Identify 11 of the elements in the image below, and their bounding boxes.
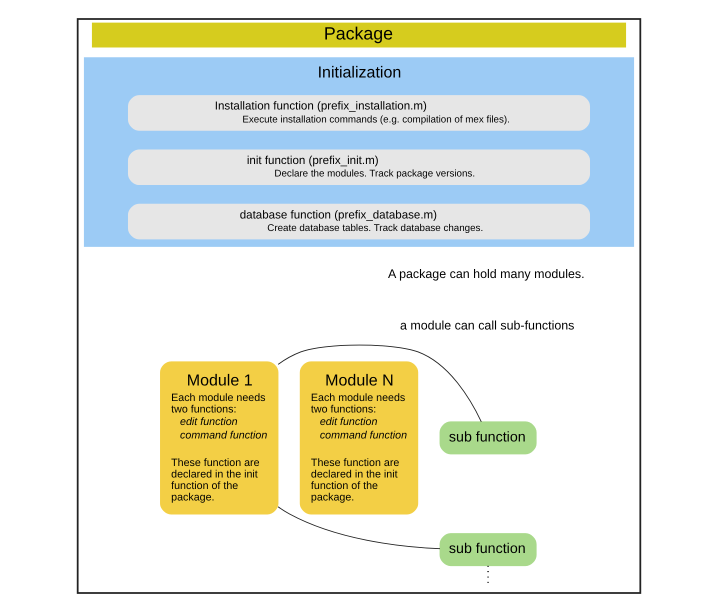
node-box: init function (prefix_init.m) Declare the modules. Track package versions.	[128, 149, 590, 186]
connector	[278, 344, 482, 422]
connector	[278, 506, 440, 550]
node-box: sub function	[440, 533, 537, 566]
node-box: database function (prefix_database.m) Create database tables. Track database changes.	[128, 204, 590, 240]
label: A package can hold many modules.	[388, 266, 585, 281]
node-box: Module N Each module needs two functions: edit function command function These function are declared in the init function of the package.	[300, 361, 418, 514]
label: a module can call sub-functions	[400, 318, 574, 332]
node-box: Module 1 Each module needs two functions: edit function command function These function are declared in the init function of the package.	[160, 361, 278, 514]
node-box: sub function	[440, 421, 537, 454]
node-box: Installation function (prefix_installation.m) Execute installation commands (e.g. compilation of mex files).	[128, 95, 590, 131]
